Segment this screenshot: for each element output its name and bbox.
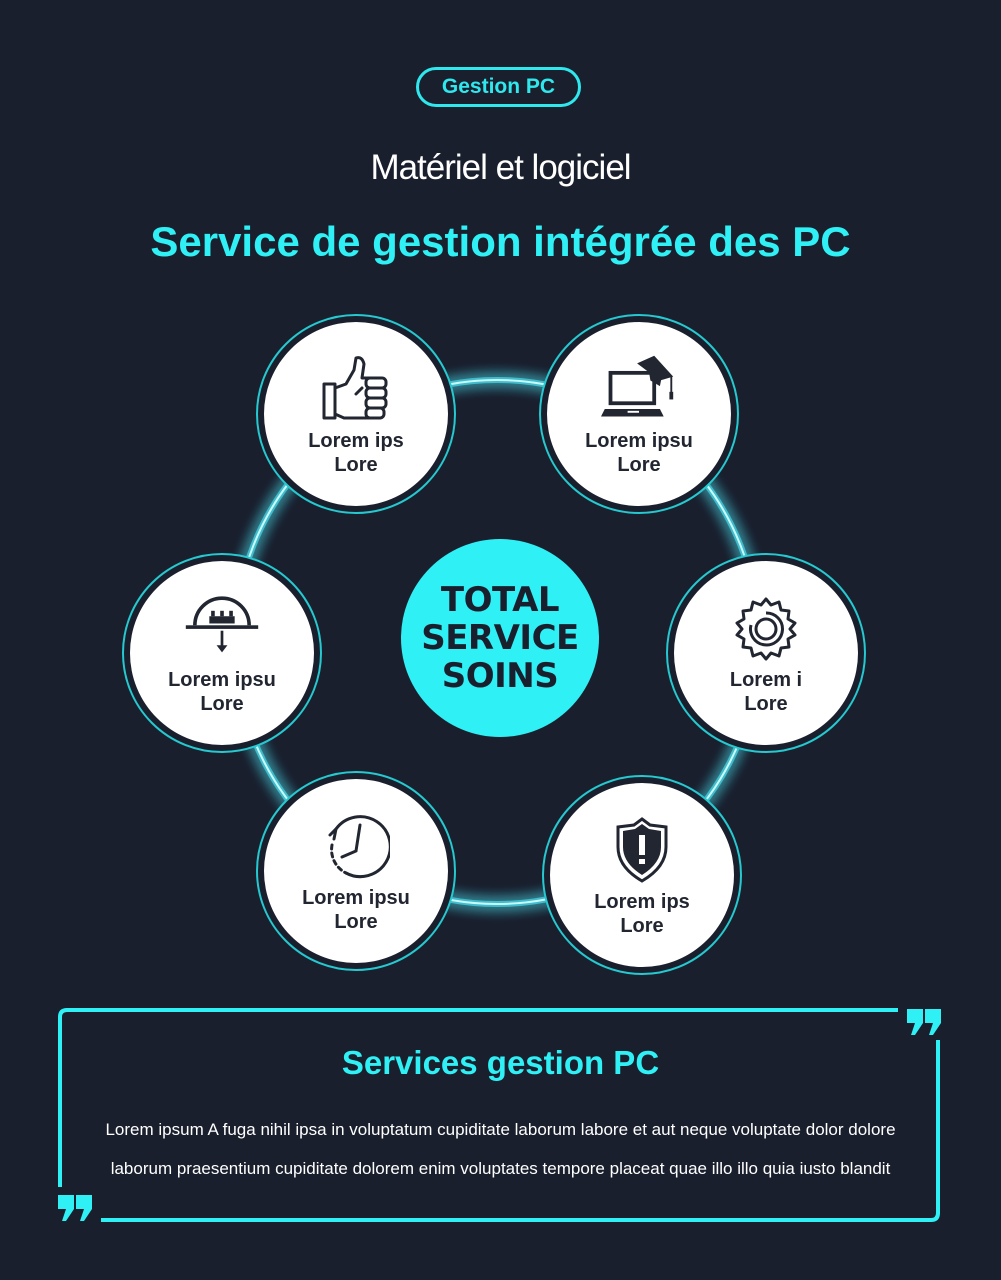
node-laptop-graduation: Lorem ipsu Lore <box>539 314 739 514</box>
node-dome-arrow-down: Lorem ipsu Lore <box>122 553 322 753</box>
page-title: Service de gestion intégrée des PC <box>150 218 851 265</box>
laptop-graduation-icon <box>601 351 677 427</box>
node-label: Lorem ips Lore <box>308 430 404 476</box>
info-box-title: Services gestion PC <box>341 1044 660 1081</box>
node-gear: Lorem i Lore <box>666 553 866 753</box>
node-label: Lorem ipsu Lore <box>302 887 410 933</box>
node-clock-history: Lorem ipsu Lore <box>256 771 456 971</box>
quote-icon-top <box>907 1009 941 1035</box>
info-box-text: Lorem ipsum A fuga nihil ipsa in volupta… <box>105 1120 896 1178</box>
center-total-service: TOTAL SERVICE SOINS <box>401 539 599 737</box>
node-label: Lorem ipsu Lore <box>168 669 276 715</box>
dome-arrow-down-icon <box>184 590 260 666</box>
subtitle: Matériel et logiciel <box>370 148 631 187</box>
thumbs-up-icon <box>318 351 394 427</box>
gestion-pc-badge: Gestion PC <box>416 67 581 107</box>
node-label: Lorem ipsu Lore <box>585 430 693 476</box>
shield-alert-icon <box>604 812 680 888</box>
node-label: Lorem i Lore <box>729 669 803 715</box>
quote-icon-bottom <box>58 1195 92 1221</box>
info-box-frame <box>58 1008 941 1222</box>
node-thumbs-up: Lorem ips Lore <box>256 314 456 514</box>
node-label: Lorem ips Lore <box>594 891 690 937</box>
node-shield-alert: Lorem ips Lore <box>542 775 742 975</box>
gear-icon <box>728 590 804 666</box>
clock-history-icon <box>318 808 394 884</box>
